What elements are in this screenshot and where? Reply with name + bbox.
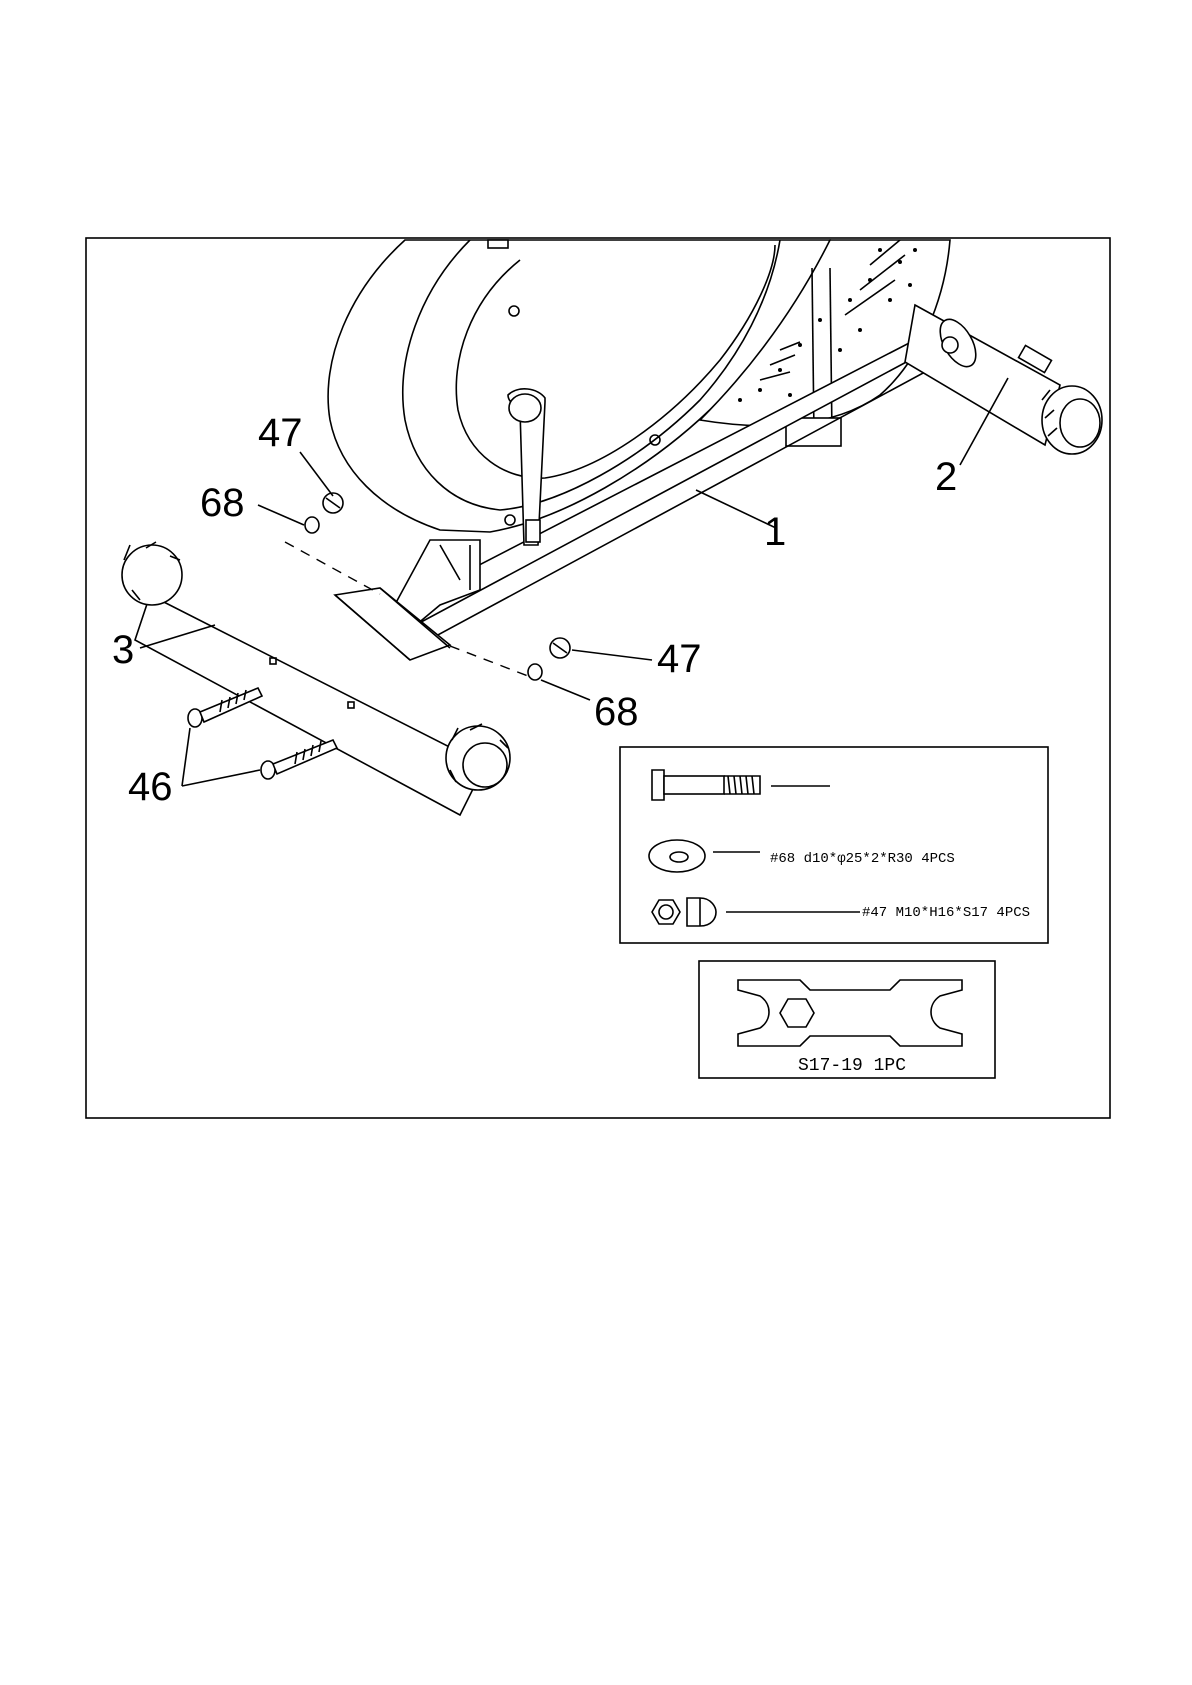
callout-2: 2 xyxy=(935,455,957,499)
wrench-icon xyxy=(738,980,962,1046)
callout-3: 3 xyxy=(112,628,134,672)
nut-spec: #47 M10*H16*S17 4PCS xyxy=(862,905,1030,921)
callout-46: 46 xyxy=(128,765,173,809)
washer-icon xyxy=(649,840,705,872)
wrench-box: S17-19 1PC xyxy=(699,961,995,1078)
callout-1: 1 xyxy=(764,510,786,554)
callout-68-right: 68 xyxy=(594,690,639,734)
callout-47-left: 47 xyxy=(258,411,303,455)
callout-68-left: 68 xyxy=(200,481,245,525)
wrench-spec: S17-19 1PC xyxy=(798,1056,906,1076)
washer-spec: #68 d10*φ25*2*R30 4PCS xyxy=(770,851,955,867)
rear-stabilizer xyxy=(905,305,1102,454)
cap-nut-icon xyxy=(652,898,716,926)
carriage-bolt-icon xyxy=(652,770,760,800)
hardware-box: #68 d10*φ25*2*R30 4PCS #47 M10*H16*S17 4… xyxy=(620,747,1048,943)
callout-47-right: 47 xyxy=(657,637,702,681)
